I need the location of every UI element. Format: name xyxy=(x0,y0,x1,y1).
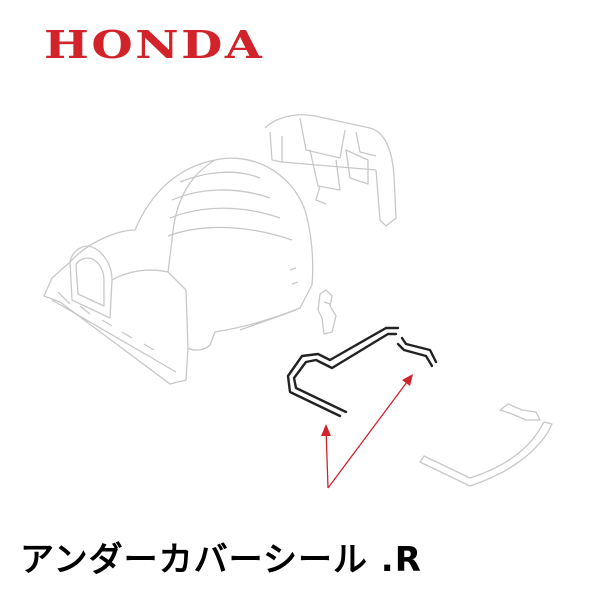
arrow-line-left xyxy=(325,427,329,489)
clip-illustration xyxy=(317,289,337,335)
pointer-arrows xyxy=(325,377,411,489)
arrowhead-right-icon xyxy=(402,374,413,386)
arrow-line-right xyxy=(327,377,411,489)
arrowhead-left-icon xyxy=(321,424,331,436)
honda-logo: HONDA xyxy=(44,22,265,67)
product-title: アンダーカバーシール .R xyxy=(20,540,422,580)
rear-bracket-illustration xyxy=(264,114,397,227)
under-cover-seal-part xyxy=(286,326,438,418)
lower-trim-illustration xyxy=(419,403,553,487)
engine-cover-illustration xyxy=(43,157,314,385)
